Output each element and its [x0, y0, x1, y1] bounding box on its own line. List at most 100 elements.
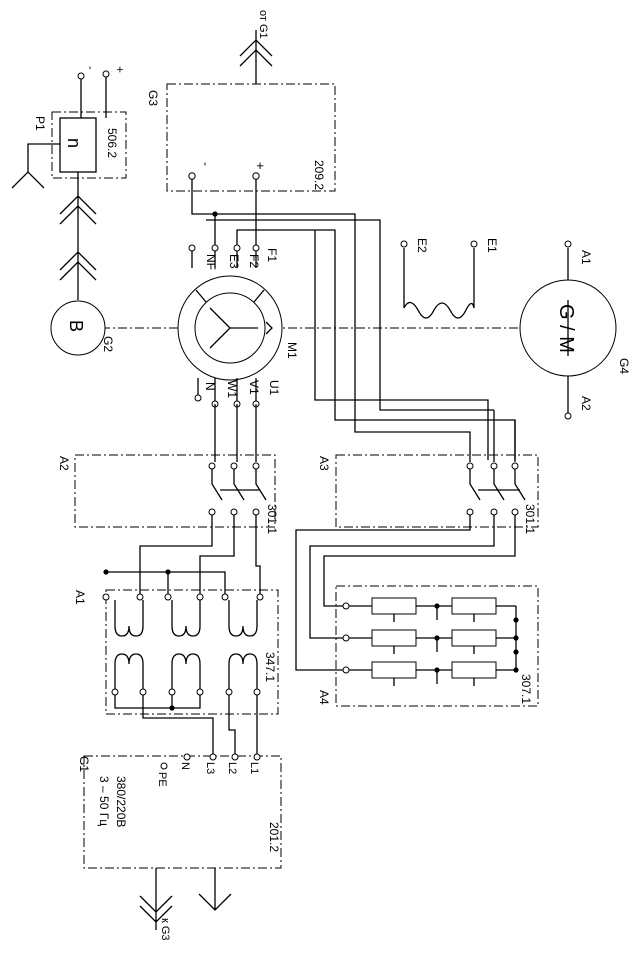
g1-designator: G1 [77, 756, 91, 772]
m1-label-e3: E3 [227, 254, 241, 269]
gm-designator: G4 [617, 358, 631, 374]
g3-plus-terminal [252, 172, 260, 180]
g3-outline [166, 83, 336, 192]
a1-top-bus [106, 571, 226, 594]
m1-star-symbol [209, 307, 258, 349]
gm-terminal-a1 [564, 240, 572, 248]
a2-outline [74, 454, 276, 528]
m1-label-v1: V1 [247, 380, 261, 395]
m1-stator-marks [195, 289, 265, 303]
p1-plus-label: + [113, 66, 127, 73]
m1-label-n: N [203, 382, 217, 391]
g1-terminal-l1 [253, 753, 261, 761]
a1-g1-wiring [142, 695, 258, 754]
gm-terminal-e1 [470, 240, 478, 248]
gm-label-a1: A1 [579, 250, 593, 265]
g1-code: 201.2 [267, 822, 281, 852]
p1-plus-terminal [102, 70, 110, 78]
m1-terminal-f2 [233, 244, 241, 252]
g3-code: 209.2 [312, 160, 326, 190]
a2-a1-wiring [139, 515, 261, 594]
a3-designator: A3 [317, 456, 331, 471]
a3-a4-wiring [295, 515, 516, 671]
a1-secondary-coil-2 [171, 653, 201, 690]
a3-switch-contacts [469, 469, 526, 501]
p1-minus-label: - [84, 66, 96, 70]
a1-primary-coil-1 [114, 600, 144, 637]
to-g3-connector [139, 868, 173, 930]
m1-arrow [265, 321, 273, 335]
a1-primary-coil-2 [171, 600, 201, 637]
gm-label-e1: E1 [485, 238, 499, 253]
g1-label-l2: L2 [226, 762, 238, 774]
gm-terminal-a2 [564, 412, 572, 420]
g1-terminal-pe [160, 762, 168, 770]
g1-label-pe: PE [156, 772, 168, 787]
g1-ground-symbol [198, 868, 232, 911]
gm-label-e2: E2 [415, 238, 429, 253]
p1-b-connector [59, 172, 97, 300]
m1-label-f1: F1 [265, 248, 279, 262]
p1-symbol: n [64, 138, 84, 148]
m1-label-nf: NF [204, 254, 218, 270]
a1-secondary-coil-3 [228, 653, 258, 690]
gm-label-a2: A2 [579, 396, 593, 411]
m1-label-u1: U1 [267, 380, 281, 396]
g3-plus-label: + [253, 162, 268, 170]
p1-designator: P1 [33, 116, 47, 131]
g1-outline [83, 755, 282, 869]
m1-bottom-leads [197, 378, 257, 404]
a3-code: 301.1 [523, 504, 537, 534]
a1-code: 347.1 [263, 652, 277, 682]
a4-code: 307.1 [519, 674, 533, 704]
a1-secondary-coil-1 [114, 653, 144, 690]
p1-minus-terminal [77, 72, 85, 80]
m1-excitation-wiring [206, 219, 494, 411]
a4-resistor-bank [342, 597, 519, 686]
a3-outline [335, 454, 539, 528]
g3-designator: G3 [146, 90, 160, 106]
from-g1-connector [239, 30, 273, 84]
g1-voltage: 380/220В [114, 776, 128, 827]
g1-label-n: N [179, 762, 191, 770]
gm-field-winding [403, 248, 475, 319]
g1-label-l1: L1 [248, 762, 260, 774]
g1-label-l3: L3 [204, 762, 216, 774]
p1-ground-symbol [11, 143, 60, 189]
p1-code: 506.2 [105, 128, 119, 158]
g1-terminal-l3 [209, 753, 217, 761]
a1-designator: A1 [73, 590, 87, 605]
a4-outline [335, 585, 539, 707]
a1-primary-coil-3 [228, 600, 258, 637]
g3-minus-label: - [199, 162, 213, 166]
a2-code: 301.1 [265, 504, 279, 534]
a2-designator: A2 [57, 456, 71, 471]
m1-top-leads [191, 248, 257, 268]
g1-terminal-l2 [231, 753, 239, 761]
m1-terminal-n [194, 394, 202, 402]
m1-terminal-f1 [252, 244, 260, 252]
a1-bottom-bus [114, 695, 201, 709]
gm-terminal-e2 [400, 240, 408, 248]
b-sensor-designator: G2 [101, 336, 115, 352]
p1-leads [80, 76, 107, 118]
gm-symbol: G / M [555, 304, 577, 353]
m1-terminal-nf [188, 244, 196, 252]
a1-outline [105, 589, 279, 715]
to-g3-label: к G3 [159, 918, 171, 941]
g1-terminal-n [183, 753, 191, 761]
a3-input-wires [469, 410, 516, 462]
a4-designator: A4 [317, 690, 331, 705]
b-sensor-circle [50, 300, 106, 356]
g1-frequency: 3 – 50 Гц [97, 776, 111, 826]
m1-designator: M1 [285, 342, 299, 359]
from-g1-label: от G1 [257, 10, 269, 39]
m1-label-w1: W1 [225, 380, 239, 398]
m1-label-f2: F2 [247, 254, 261, 268]
a2-input-wires [214, 404, 257, 462]
p1-outline [51, 111, 127, 179]
g3-minus-terminal [188, 172, 196, 180]
m1-terminal-e3 [211, 244, 219, 252]
